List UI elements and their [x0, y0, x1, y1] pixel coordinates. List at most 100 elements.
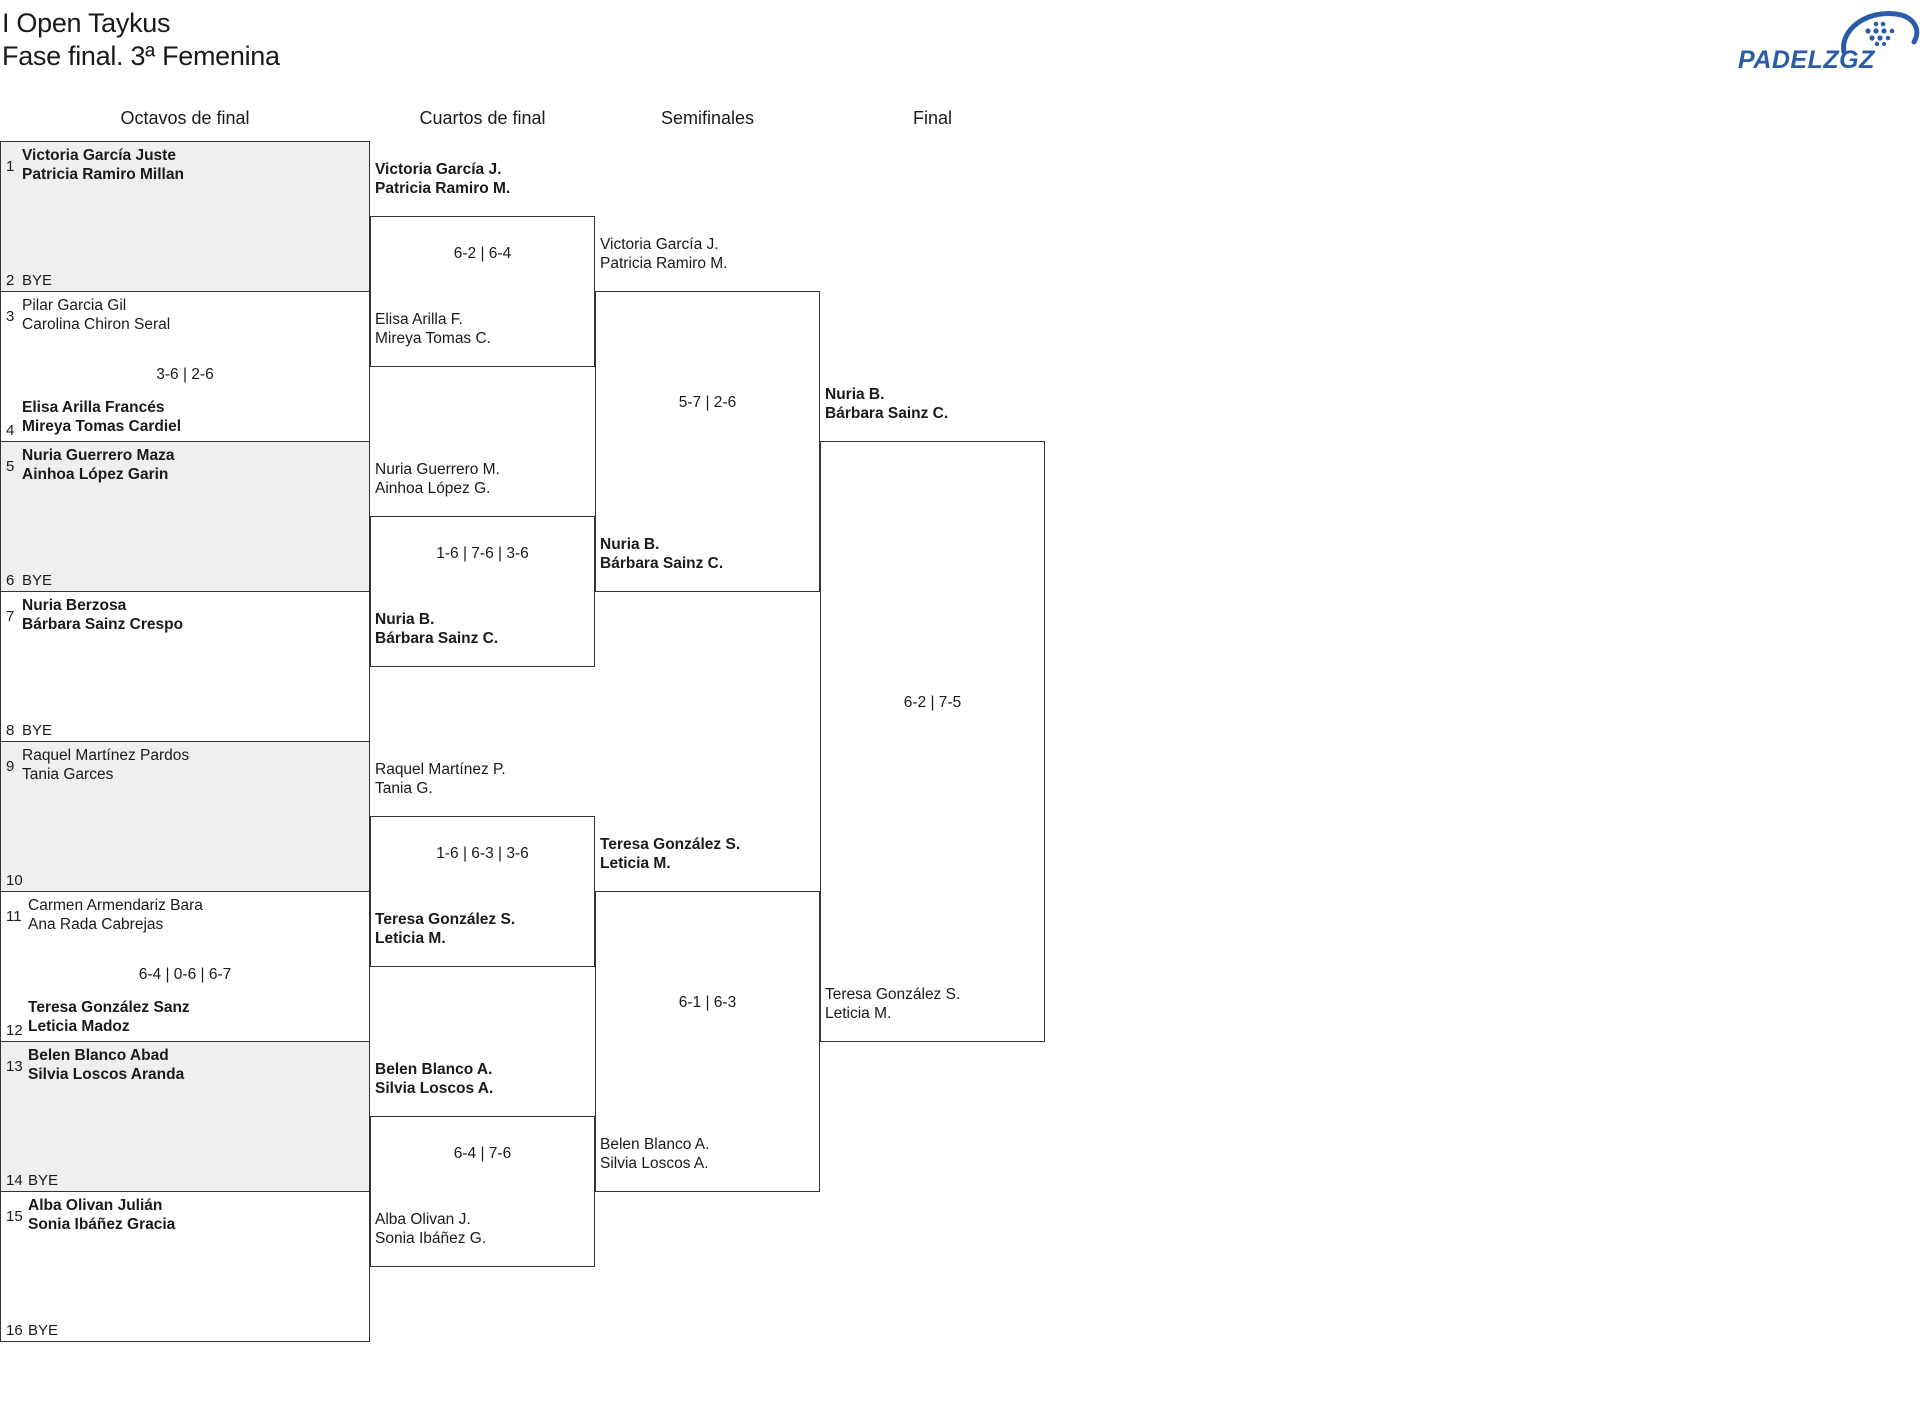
player-name: Alba Olivan Julián [28, 1197, 163, 1214]
match-score: 6-2 | 6-4 [453, 245, 512, 262]
seed-number: 13 [6, 1058, 23, 1075]
cuartos-match-box [370, 516, 595, 667]
team-entry: Nuria B.Bárbara Sainz C. [600, 535, 723, 573]
bye-entry: BYE [22, 272, 53, 289]
bye-entry: BYE [22, 572, 53, 589]
semis-match-box [595, 291, 820, 592]
player-name: Victoria García J. [375, 161, 502, 178]
player-name: Silvia Loscos A. [375, 1080, 494, 1097]
final-score: 6-2 | 7-5 [903, 694, 962, 711]
player-name: Elisa Arilla Francés [22, 399, 165, 416]
player-name: Raquel Martínez P. [375, 761, 506, 778]
player-name: Patricia Ramiro M. [600, 255, 728, 272]
player-name: Silvia Loscos A. [600, 1155, 709, 1172]
team-entry: Raquel Martínez P. Tania G. [375, 760, 506, 798]
player-name: Teresa González Sanz [28, 999, 190, 1016]
match-score: 5-7 | 2-6 [678, 394, 737, 411]
player-name: Nuria Guerrero M. [375, 461, 500, 478]
player-name: Tania G. [375, 780, 433, 797]
player-name: Mireya Tomas C. [375, 330, 491, 347]
team-entry: Nuria B.Bárbara Sainz C. [825, 385, 948, 423]
tournament-subtitle: Fase final. 3ª Femenina [2, 41, 280, 71]
seed-number: 3 [6, 308, 15, 325]
match-score: 1-6 | 6-3 | 3-6 [436, 845, 529, 862]
match-score: 3-6 | 2-6 [156, 366, 214, 383]
seed-number: 16 [6, 1322, 23, 1339]
seed-number: 7 [6, 608, 15, 625]
seed-number: 2 [6, 272, 15, 289]
player-name: Nuria B. [600, 536, 660, 553]
round-label-semis: Semifinales [660, 108, 755, 128]
padelzgz-logo: PADELZGZ [1736, 6, 1920, 76]
final-match-box [820, 441, 1045, 1042]
player-name: Tania Garces [22, 766, 114, 783]
tournament-title: I Open Taykus [2, 8, 171, 38]
seed-number: 14 [6, 1172, 23, 1189]
team-entry: Teresa González S. Leticia M. [825, 985, 960, 1023]
round-label-cuartos: Cuartos de final [419, 108, 546, 128]
seed-number: 10 [6, 872, 23, 889]
player-name: Patricia Ramiro M. [375, 180, 511, 197]
team-entry: Victoria García J.Patricia Ramiro M. [600, 235, 727, 273]
player-name: Silvia Loscos Aranda [28, 1066, 185, 1083]
player-name: Belen Blanco Abad [28, 1047, 169, 1064]
player-name: Teresa González S. [825, 986, 961, 1003]
player-name: Nuria B. [375, 611, 435, 628]
player-name: Bárbara Sainz Crespo [22, 616, 184, 633]
player-name: Leticia Madoz [28, 1018, 130, 1035]
cuartos-match-box [370, 216, 595, 367]
player-name: Carolina Chiron Seral [22, 316, 171, 333]
cuartos-match-box [370, 816, 595, 967]
player-name: Belen Blanco A. [375, 1061, 493, 1078]
octavos-match-box [0, 141, 370, 292]
team-entry: Alba Olivan J.Sonia Ibáñez G. [375, 1210, 486, 1248]
player-name: Leticia M. [825, 1005, 892, 1022]
team-entry: Teresa González S. Leticia M. [600, 835, 740, 873]
seed-number: 8 [6, 722, 15, 739]
seed-number: 9 [6, 758, 15, 775]
team-entry: Belen Blanco A. Silvia Loscos A. [375, 1060, 493, 1098]
player-name: Ainhoa López Garin [22, 466, 169, 483]
player-name: Leticia M. [600, 855, 671, 872]
match-score: 6-4 | 7-6 [453, 1145, 512, 1162]
octavos-match-box [0, 441, 370, 592]
seed-number: 5 [6, 458, 15, 475]
bye-entry: BYE [22, 722, 53, 739]
player-name: Pilar Garcia Gil [22, 297, 127, 314]
player-name: Bárbara Sainz C. [825, 405, 949, 422]
semis-match-box [595, 891, 820, 1192]
player-name: Carmen Armendariz Bara [28, 897, 203, 914]
svg-text:PADELZGZ: PADELZGZ [1738, 46, 1876, 74]
player-name: Teresa González S. [600, 836, 741, 853]
player-name: Teresa González S. [375, 911, 516, 928]
match-score: 6-4 | 0-6 | 6-7 [138, 966, 232, 983]
player-name: Mireya Tomas Cardiel [22, 418, 182, 435]
player-name: Bárbara Sainz C. [375, 630, 499, 647]
player-name: Ainhoa López G. [375, 480, 491, 497]
seed-number: 6 [6, 572, 15, 589]
seed-number: 12 [6, 1022, 23, 1039]
player-name: Patricia Ramiro Millan [22, 166, 184, 183]
player-name: Sonia Ibáñez G. [375, 1230, 487, 1247]
player-name: Ana Rada Cabrejas [28, 916, 164, 933]
team-entry: Victoria García J. Patricia Ramiro M. [375, 160, 510, 198]
match-score: 6-1 | 6-3 [678, 994, 737, 1011]
player-name: Nuria Guerrero Maza [22, 447, 175, 464]
player-name: Leticia M. [375, 930, 446, 947]
player-name: Elisa Arilla F. [375, 311, 463, 328]
bye-entry: BYE [28, 1322, 59, 1339]
octavos-match-box [0, 1041, 370, 1192]
seed-number: 1 [6, 158, 15, 175]
player-name: Nuria Berzosa [22, 597, 127, 614]
player-name: Sonia Ibáñez Gracia [28, 1216, 176, 1233]
padelzgz-logo-icon: PADELZGZ [1738, 11, 1920, 74]
team-entry: Nuria B. Bárbara Sainz C. [375, 610, 498, 648]
player-name: Belen Blanco A. [600, 1136, 710, 1153]
